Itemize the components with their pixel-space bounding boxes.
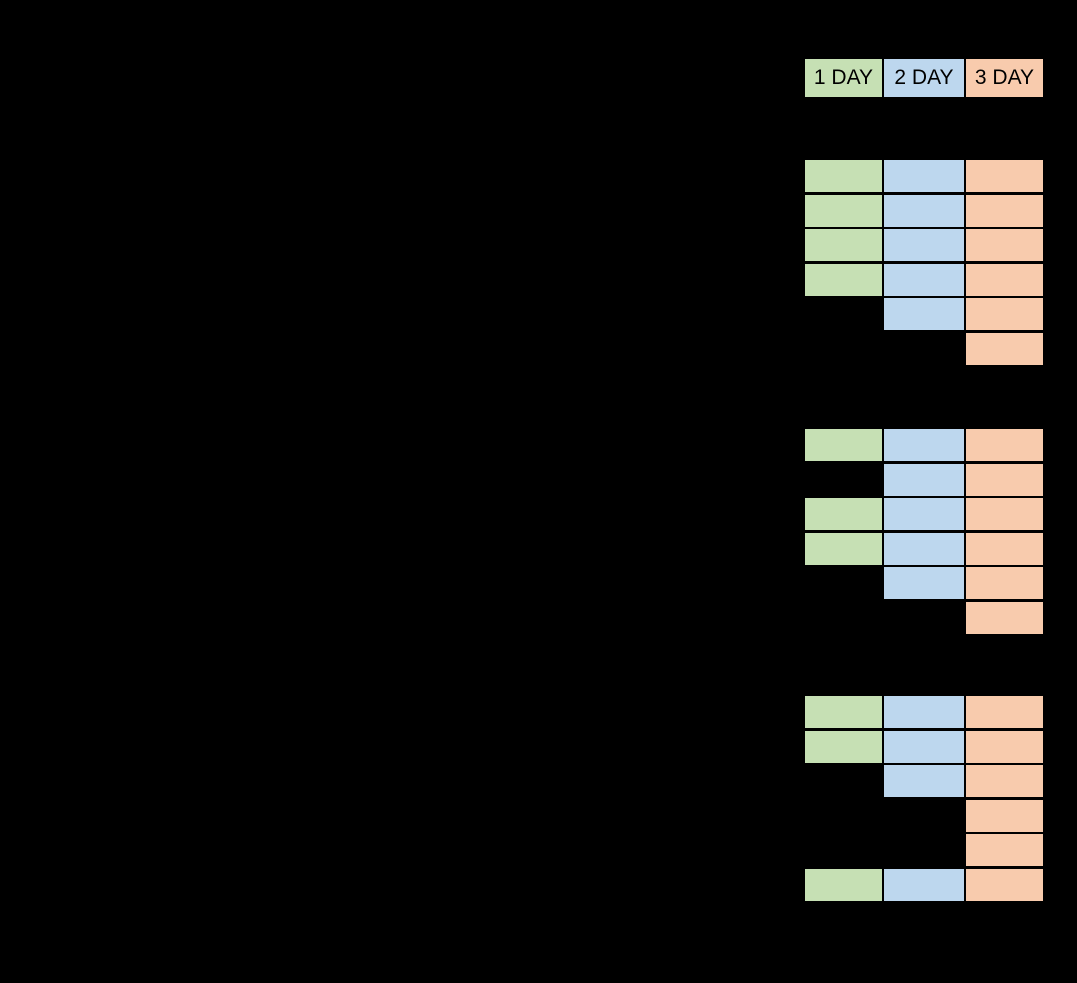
cell-block-3-row5-col3 — [966, 834, 1043, 866]
cell-block-3-row6-col2 — [884, 869, 964, 901]
cell-block-2-row2-col3 — [966, 464, 1043, 496]
cell-block-2-row5-col2 — [884, 567, 964, 599]
cell-block-3-row1-col3 — [966, 696, 1043, 728]
cell-block-3-row1-col1 — [805, 696, 882, 728]
cell-block-1-row5-col2 — [884, 298, 964, 330]
cell-block-2-row3-col3 — [966, 498, 1043, 530]
cell-block-3-row2-col1 — [805, 731, 882, 763]
cell-block-1-row1-col1 — [805, 160, 882, 192]
cell-block-3-row3-col2 — [884, 765, 964, 797]
cell-block-1-row6-col3 — [966, 333, 1043, 365]
cell-block-1-row1-col3 — [966, 160, 1043, 192]
cell-block-2-row1-col3 — [966, 429, 1043, 461]
cell-block-2-row5-col3 — [966, 567, 1043, 599]
cell-block-1-row3-col2 — [884, 229, 964, 261]
cell-block-1-row1-col2 — [884, 160, 964, 192]
header-cell-3-day: 3 DAY — [966, 59, 1043, 97]
cell-block-1-row4-col1 — [805, 264, 882, 296]
cell-block-2-row2-col2 — [884, 464, 964, 496]
cell-block-1-row2-col2 — [884, 195, 964, 227]
cell-block-1-row4-col2 — [884, 264, 964, 296]
cell-block-2-row1-col2 — [884, 429, 964, 461]
header-cell-2-day: 2 DAY — [884, 59, 964, 97]
cell-block-2-row3-col2 — [884, 498, 964, 530]
cell-block-1-row3-col1 — [805, 229, 882, 261]
cell-block-1-row2-col1 — [805, 195, 882, 227]
cell-block-3-row3-col3 — [966, 765, 1043, 797]
header-cell-1-day: 1 DAY — [805, 59, 882, 97]
cell-block-3-row6-col1 — [805, 869, 882, 901]
cell-block-3-row6-col3 — [966, 869, 1043, 901]
cell-block-3-row2-col2 — [884, 731, 964, 763]
cell-block-3-row1-col2 — [884, 696, 964, 728]
cell-block-1-row3-col3 — [966, 229, 1043, 261]
cell-block-1-row2-col3 — [966, 195, 1043, 227]
cell-block-2-row4-col2 — [884, 533, 964, 565]
cell-block-3-row4-col3 — [966, 800, 1043, 832]
cell-block-3-row2-col3 — [966, 731, 1043, 763]
cell-block-1-row4-col3 — [966, 264, 1043, 296]
cell-block-2-row4-col3 — [966, 533, 1043, 565]
cell-block-1-row5-col3 — [966, 298, 1043, 330]
cell-block-2-row1-col1 — [805, 429, 882, 461]
cell-block-2-row4-col1 — [805, 533, 882, 565]
cell-block-2-row3-col1 — [805, 498, 882, 530]
cell-block-2-row6-col3 — [966, 602, 1043, 634]
